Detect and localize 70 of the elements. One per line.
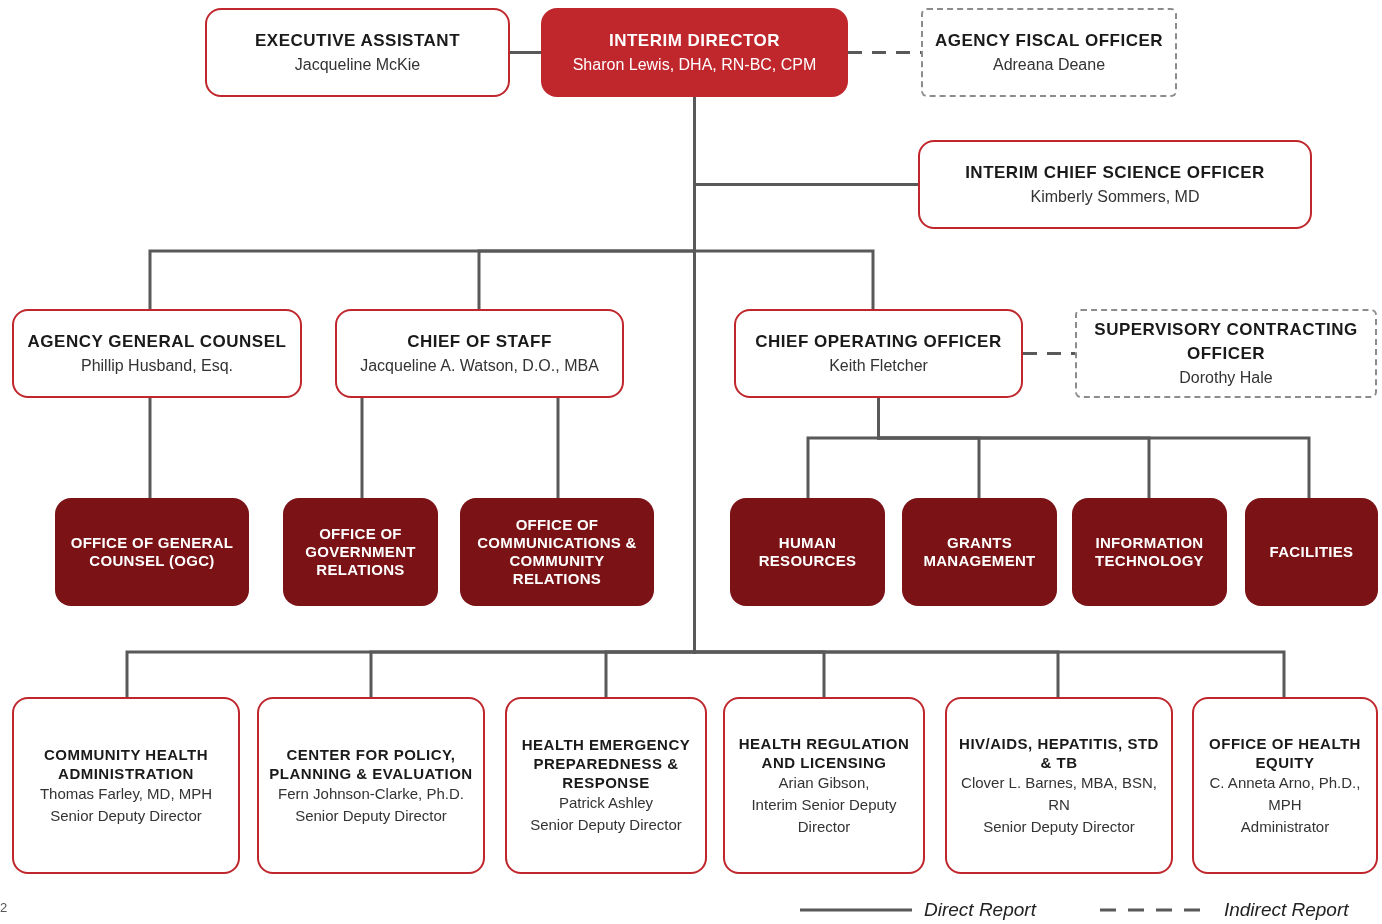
person-detail: Senior Deputy Director xyxy=(50,805,202,826)
person-detail: Interim Senior Deputy Director xyxy=(750,794,898,837)
position-title: OFFICE OF GOVERNMENT RELATIONS xyxy=(304,525,417,579)
person-detail: Thomas Farley, MD, MPH xyxy=(39,783,213,804)
person-detail: Phillip Husband, Esq. xyxy=(80,355,234,376)
office-box xyxy=(1245,498,1378,606)
position-title: CHIEF OPERATING OFFICER xyxy=(755,330,1002,353)
connector-line xyxy=(148,398,152,498)
person-detail: Keith Fletcher xyxy=(829,355,928,376)
position-title: EXECUTIVE ASSISTANT xyxy=(255,29,460,52)
legend-text: Direct Report xyxy=(924,898,1036,922)
person-detail: Administrator xyxy=(1240,816,1330,837)
position-title: OFFICE OF GENERAL COUNSEL (OGC) xyxy=(69,534,235,570)
person-detail: Jacqueline A. Watson, D.O., MBA xyxy=(360,355,599,376)
office-box xyxy=(902,498,1057,606)
page-number: 2 xyxy=(0,899,8,917)
person-detail: Fern Johnson-Clarke, Ph.D. xyxy=(278,783,464,804)
legend-text: Indirect Report xyxy=(1223,898,1349,922)
person-detail: Kimberly Sommers, MD xyxy=(1030,186,1200,207)
indirect-position-box xyxy=(1075,309,1377,398)
division-box xyxy=(257,697,485,874)
position-box xyxy=(734,309,1023,398)
position-title: CHIEF OF STAFF xyxy=(407,330,552,353)
person-detail: Senior Deputy Director xyxy=(295,805,447,826)
position-title: OFFICE OF COMMUNICATIONS & COMMUNITY RELATIONS xyxy=(476,516,638,588)
person-detail: Senior Deputy Director xyxy=(983,816,1135,837)
person-detail: Jacqueline McKie xyxy=(294,54,421,75)
person-detail: Sharon Lewis, DHA, RN-BC, CPM xyxy=(572,54,817,75)
division-box xyxy=(723,697,925,874)
position-box xyxy=(12,309,302,398)
position-title: AGENCY GENERAL COUNSEL xyxy=(27,330,287,353)
position-box xyxy=(205,8,510,97)
position-title: FACILITIES xyxy=(1269,543,1354,561)
person-detail: Clover L. Barnes, MBA, BSN, RN xyxy=(960,772,1158,815)
person-detail: Dorothy Hale xyxy=(1179,367,1273,388)
position-title: HIV/AIDS, HEPATITIS, STD & TB xyxy=(958,733,1160,772)
director-box xyxy=(541,8,848,97)
person-detail: Arian Gibson, xyxy=(778,772,870,793)
person-detail: Senior Deputy Director xyxy=(530,815,682,835)
position-title: HUMAN RESOURCES xyxy=(757,534,858,570)
office-box xyxy=(730,498,885,606)
person-detail: C. Anneta Arno, Ph.D., MPH xyxy=(1208,772,1362,815)
position-title: HEALTH REGULATION AND LICENSING xyxy=(737,733,911,772)
connector-line xyxy=(510,51,541,54)
division-box xyxy=(945,697,1173,874)
office-box xyxy=(283,498,438,606)
position-title: INTERIM CHIEF SCIENCE OFFICER xyxy=(965,161,1265,184)
person-detail: Adreana Deane xyxy=(992,54,1106,75)
position-title: CENTER FOR POLICY, PLANNING & EVALUATION xyxy=(268,744,474,783)
position-box xyxy=(335,309,624,398)
dashed-connector xyxy=(1023,352,1075,355)
division-box xyxy=(1192,697,1378,874)
position-title: INFORMATION TECHNOLOGY xyxy=(1094,534,1205,570)
division-box xyxy=(505,697,707,874)
division-box xyxy=(12,697,240,874)
position-title: GRANTS MANAGEMENT xyxy=(922,534,1037,570)
position-title: HEALTH EMERGENCY PREPAREDNESS & RESPONSE xyxy=(520,735,692,792)
office-box xyxy=(55,498,249,606)
position-box xyxy=(918,140,1312,229)
position-title: SUPERVISORY CONTRACTING OFFICER xyxy=(1093,318,1359,365)
position-title: INTERIM DIRECTOR xyxy=(608,29,781,52)
position-title: COMMUNITY HEALTH ADMINISTRATION xyxy=(42,744,210,783)
person-detail: Patrick Ashley xyxy=(558,793,654,813)
connector-line xyxy=(556,398,560,498)
position-title: AGENCY FISCAL OFFICER xyxy=(934,29,1164,52)
position-title: OFFICE OF HEALTH EQUITY xyxy=(1208,733,1362,772)
office-box xyxy=(460,498,654,606)
office-box xyxy=(1072,498,1227,606)
connector-line xyxy=(360,398,364,498)
indirect-position-box xyxy=(921,8,1177,97)
